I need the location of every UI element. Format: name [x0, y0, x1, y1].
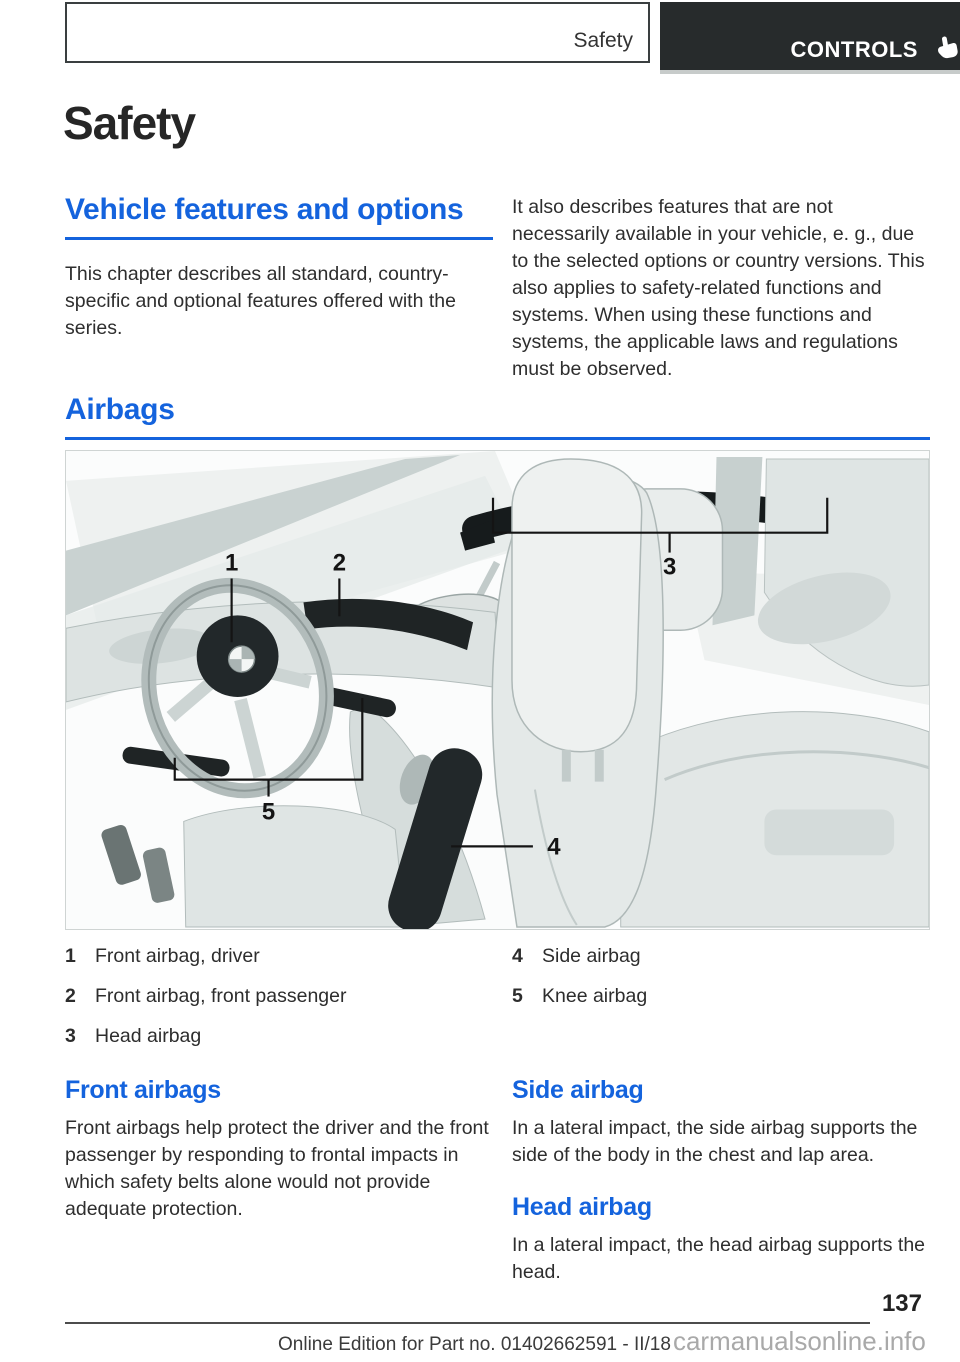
side-airbag-artwork: [388, 748, 483, 929]
page-title: Safety: [63, 97, 196, 149]
watermark-link[interactable]: carmanualsonline.info: [672, 1326, 926, 1356]
section-front-airbags: Front airbags Front airbags help protect…: [65, 1076, 493, 1223]
page-number: 137: [881, 1290, 922, 1317]
legend-label: Head airbag: [95, 1025, 202, 1047]
callout-5: 5: [262, 798, 275, 825]
legend-item: 5 Knee airbag: [512, 983, 932, 1010]
airbag-locations-illustration: 1 2 3 4 5: [65, 450, 930, 930]
legend-label: Front airbag, driver: [95, 945, 260, 967]
section-side-airbag: Side airbag In a lateral impact, the sid…: [512, 1076, 932, 1169]
callout-3: 3: [663, 554, 676, 581]
section-head-airbag: Head airbag In a lateral impact, the hea…: [512, 1193, 932, 1286]
chapter-breadcrumb-box: Safety: [65, 2, 650, 63]
callout-1: 1: [225, 550, 238, 577]
legend-item: 4 Side airbag: [512, 943, 932, 970]
callout-lines: [173, 497, 829, 848]
airbags-heading: Airbags: [65, 393, 175, 426]
edition-note: Online Edition for Part no. 01402662591 …: [278, 1334, 671, 1355]
breadcrumb: Safety: [573, 29, 633, 52]
figure-legend-left: 1 Front airbag, driver 2 Front airbag, f…: [65, 943, 493, 1063]
legend-label: Side airbag: [542, 945, 641, 967]
passenger-airbag-artwork: [303, 598, 474, 651]
pointing-hand-icon: [938, 36, 958, 59]
section-airbags: Airbags: [65, 392, 930, 440]
legend-num: 4: [512, 945, 523, 967]
head-airbag-paragraph: In a lateral impact, the head airbag sup…: [512, 1234, 926, 1283]
footer-rule: [65, 1322, 870, 1324]
heading-rule: [65, 237, 493, 240]
legend-num: 3: [65, 1025, 76, 1047]
vehicle-features-paragraph: This chapter describes all standard, cou…: [65, 263, 456, 339]
side-airbag-heading: Side airbag: [512, 1076, 644, 1104]
callout-2: 2: [333, 550, 346, 577]
tab-controls-label: CONTROLS: [790, 37, 918, 62]
figure-legend-right: 4 Side airbag 5 Knee airbag: [512, 943, 932, 1023]
front-airbags-paragraph: Front airbags help protect the driver an…: [65, 1117, 489, 1220]
head-airbag-heading: Head airbag: [512, 1193, 652, 1221]
callout-4: 4: [547, 833, 561, 860]
steering-wheel-artwork: [141, 577, 334, 799]
legend-item: 2 Front airbag, front passenger: [65, 983, 493, 1010]
legend-num: 5: [512, 985, 523, 1007]
front-airbags-heading: Front airbags: [65, 1076, 221, 1104]
legend-label: Front airbag, front passenger: [95, 985, 347, 1007]
legend-num: 2: [65, 985, 76, 1007]
section-vehicle-features: Vehicle features and options This chapte…: [65, 192, 493, 342]
legend-item: 1 Front airbag, driver: [65, 943, 493, 970]
legend-num: 1: [65, 945, 76, 967]
vehicle-features-paragraph-right: It also describes features that are not …: [512, 196, 925, 380]
tab-controls[interactable]: CONTROLS: [660, 2, 960, 74]
legend-item: 3 Head airbag: [65, 1023, 493, 1050]
vehicle-features-heading: Vehicle features and options: [65, 193, 464, 226]
side-airbag-paragraph: In a lateral impact, the side airbag sup…: [512, 1117, 918, 1166]
legend-label: Knee airbag: [542, 985, 648, 1007]
heading-rule: [65, 437, 930, 440]
